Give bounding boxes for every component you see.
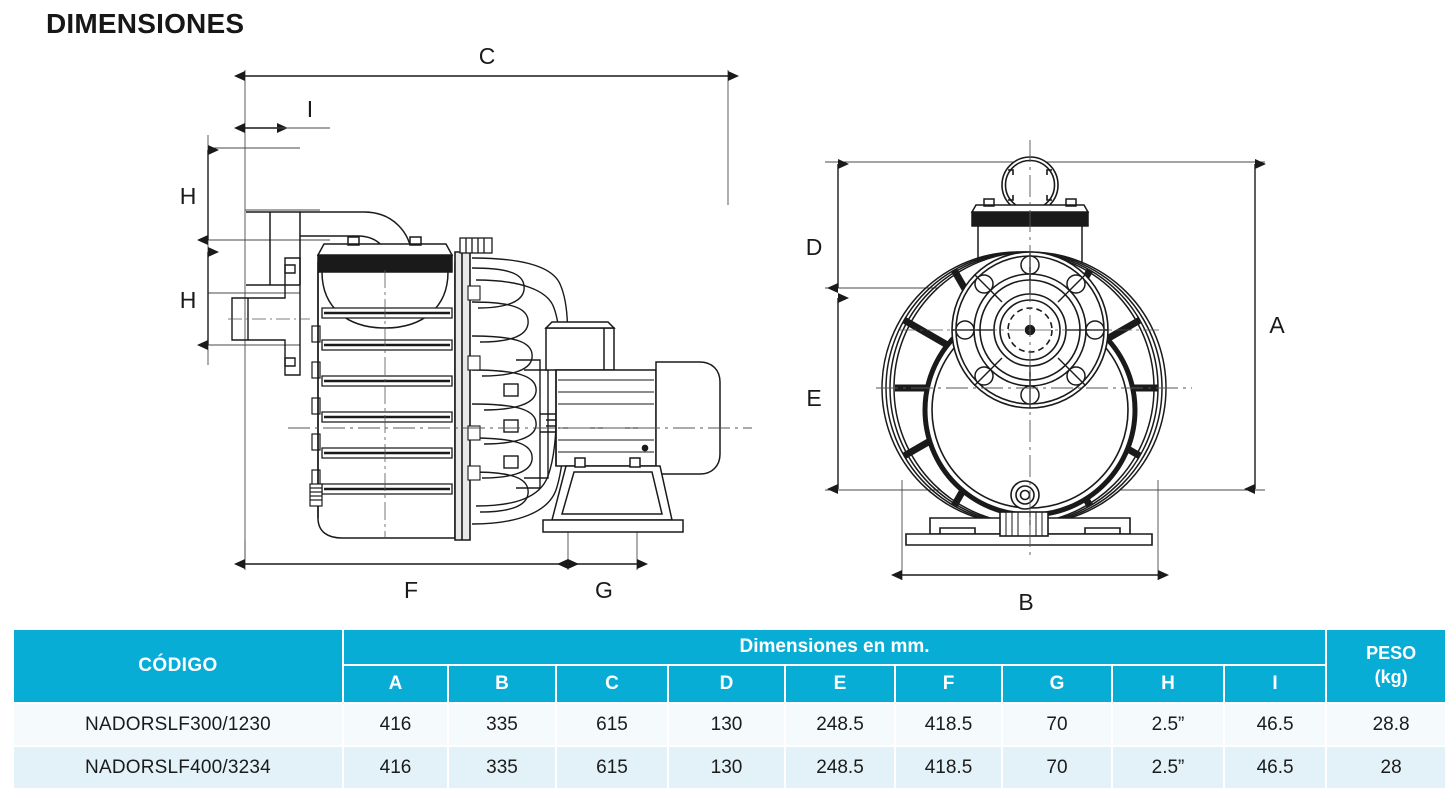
- header-dim-i: I: [1225, 666, 1326, 702]
- row-0-g: 70: [1003, 704, 1111, 745]
- dim-label-d: D: [806, 234, 823, 260]
- table-row: NADORSLF300/1230 416 335 615 130 248.5 4…: [14, 704, 1445, 745]
- row-1-d: 130: [669, 747, 784, 788]
- header-dim-e: E: [786, 666, 894, 702]
- row-0-i: 46.5: [1225, 704, 1326, 745]
- row-0-f: 418.5: [896, 704, 1001, 745]
- row-1-g: 70: [1003, 747, 1111, 788]
- drawings-svg: C I H H F G D E A B: [180, 43, 1286, 615]
- table-row: NADORSLF400/3234 416 335 615 130 248.5 4…: [14, 747, 1445, 788]
- row-1-h: 2.5”: [1113, 747, 1223, 788]
- dim-label-a: A: [1269, 312, 1285, 338]
- row-0-a: 416: [344, 704, 447, 745]
- dimensions-table: CÓDIGO Dimensiones en mm. PESO (kg) A B …: [12, 628, 1445, 790]
- header-dim-d: D: [669, 666, 784, 702]
- row-1-i: 46.5: [1225, 747, 1326, 788]
- row-1-codigo: NADORSLF400/3234: [14, 747, 342, 788]
- row-1-c: 615: [557, 747, 667, 788]
- row-1-b: 335: [449, 747, 555, 788]
- row-0-e: 248.5: [786, 704, 894, 745]
- dim-label-i: I: [307, 96, 313, 122]
- row-1-peso: 28: [1327, 747, 1445, 788]
- dimensions-table-wrap: CÓDIGO Dimensiones en mm. PESO (kg) A B …: [12, 628, 1445, 790]
- row-0-d: 130: [669, 704, 784, 745]
- dim-label-f: F: [404, 577, 418, 603]
- row-1-f: 418.5: [896, 747, 1001, 788]
- header-dim-h: H: [1113, 666, 1223, 702]
- header-peso-line2: (kg): [1374, 667, 1408, 687]
- dim-label-c: C: [479, 43, 496, 69]
- header-codigo: CÓDIGO: [14, 630, 342, 702]
- header-dim-a: A: [344, 666, 447, 702]
- row-0-c: 615: [557, 704, 667, 745]
- row-1-e: 248.5: [786, 747, 894, 788]
- header-dim-c: C: [557, 666, 667, 702]
- header-dim-f: F: [896, 666, 1001, 702]
- row-0-peso: 28.8: [1327, 704, 1445, 745]
- header-dim-b: B: [449, 666, 555, 702]
- dim-label-e: E: [806, 385, 821, 411]
- dim-label-h2: H: [180, 287, 197, 313]
- table-header-row-2: A B C D E F G H I: [14, 666, 1445, 702]
- row-1-a: 416: [344, 747, 447, 788]
- header-peso-line1: PESO: [1366, 643, 1417, 664]
- header-dimensiones-group: Dimensiones en mm.: [344, 630, 1326, 664]
- row-0-codigo: NADORSLF300/1230: [14, 704, 342, 745]
- dim-label-g: G: [595, 577, 613, 603]
- technical-drawings: C I H H F G D E A B: [0, 40, 1445, 620]
- header-dim-g: G: [1003, 666, 1111, 702]
- row-0-b: 335: [449, 704, 555, 745]
- dim-label-h1: H: [180, 183, 197, 209]
- header-peso: PESO (kg): [1327, 630, 1445, 702]
- page-title: DIMENSIONES: [46, 8, 245, 39]
- table-header-row-1: CÓDIGO Dimensiones en mm. PESO (kg): [14, 630, 1445, 702]
- row-0-h: 2.5”: [1113, 704, 1223, 745]
- dim-label-b: B: [1018, 589, 1033, 615]
